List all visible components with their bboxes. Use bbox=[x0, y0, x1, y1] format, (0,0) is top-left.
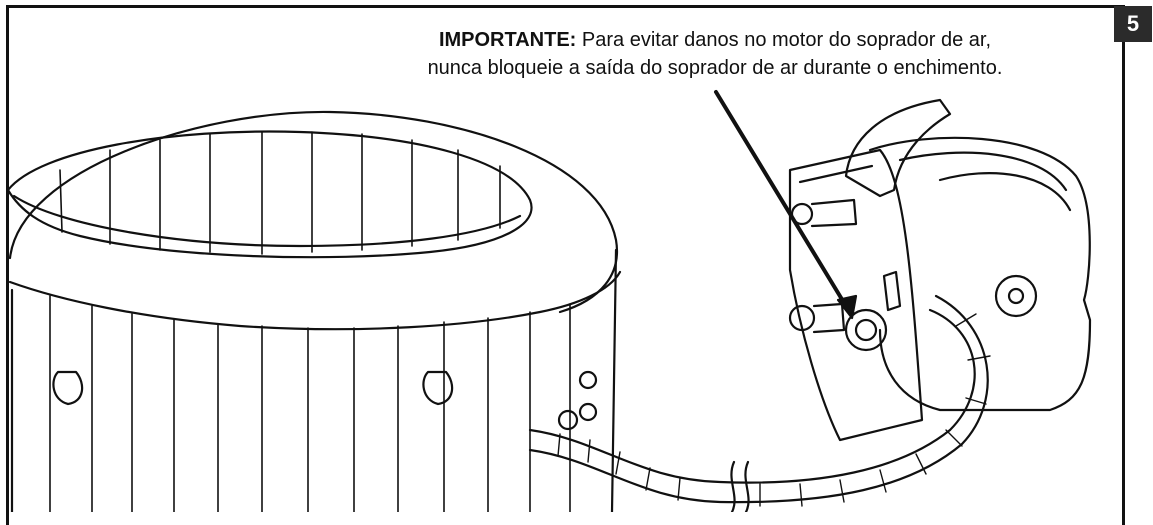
air-blower-pump bbox=[788, 98, 1092, 442]
inflatable-spa bbox=[6, 110, 622, 512]
note-label: IMPORTANTE: bbox=[438, 29, 577, 51]
page-frame bbox=[6, 5, 1125, 525]
note-line-1: Para evitar danos no motor do soprador d… bbox=[581, 29, 992, 51]
pointer-arrow bbox=[714, 90, 858, 320]
spa-inflation-illustration bbox=[6, 90, 1092, 512]
inflation-hose bbox=[528, 294, 991, 512]
instruction-page: 5 IMPORTANTE: Para evitar danos no motor… bbox=[6, 5, 1152, 525]
note-line-2: nunca bloqueie a saída do soprador de ar… bbox=[427, 57, 1003, 79]
step-number-badge: 5 bbox=[1114, 6, 1152, 42]
important-note: IMPORTANTE: Para evitar danos no motor d… bbox=[330, 26, 1100, 82]
